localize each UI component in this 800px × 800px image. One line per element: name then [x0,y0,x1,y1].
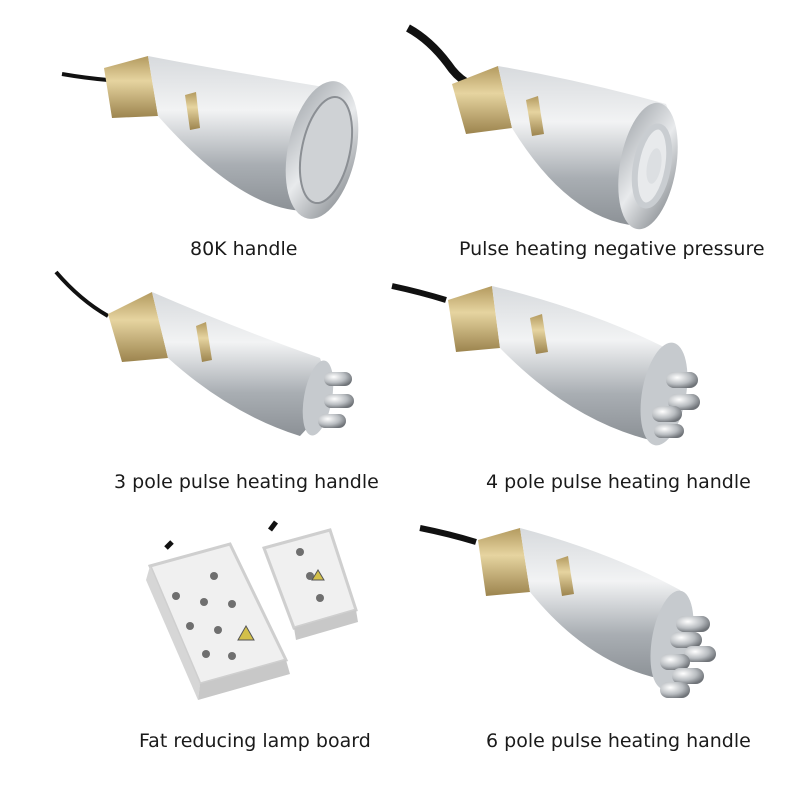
caption-80k-handle: 80K handle [190,238,298,260]
pole4-handle-image [391,283,700,446]
pole6-handle-image [419,525,716,698]
caption-lamp-board: Fat reducing lamp board [139,730,371,752]
negative-pressure-handle-image [406,24,678,230]
lamp-board-image [146,520,358,700]
handle-80k-image [61,56,359,219]
caption-3-pole: 3 pole pulse heating handle [114,471,379,493]
caption-4-pole: 4 pole pulse heating handle [486,471,751,493]
caption-negative-pressure: Pulse heating negative pressure [459,238,765,260]
caption-6-pole: 6 pole pulse heating handle [486,730,751,752]
pole3-handle-image [54,270,354,436]
